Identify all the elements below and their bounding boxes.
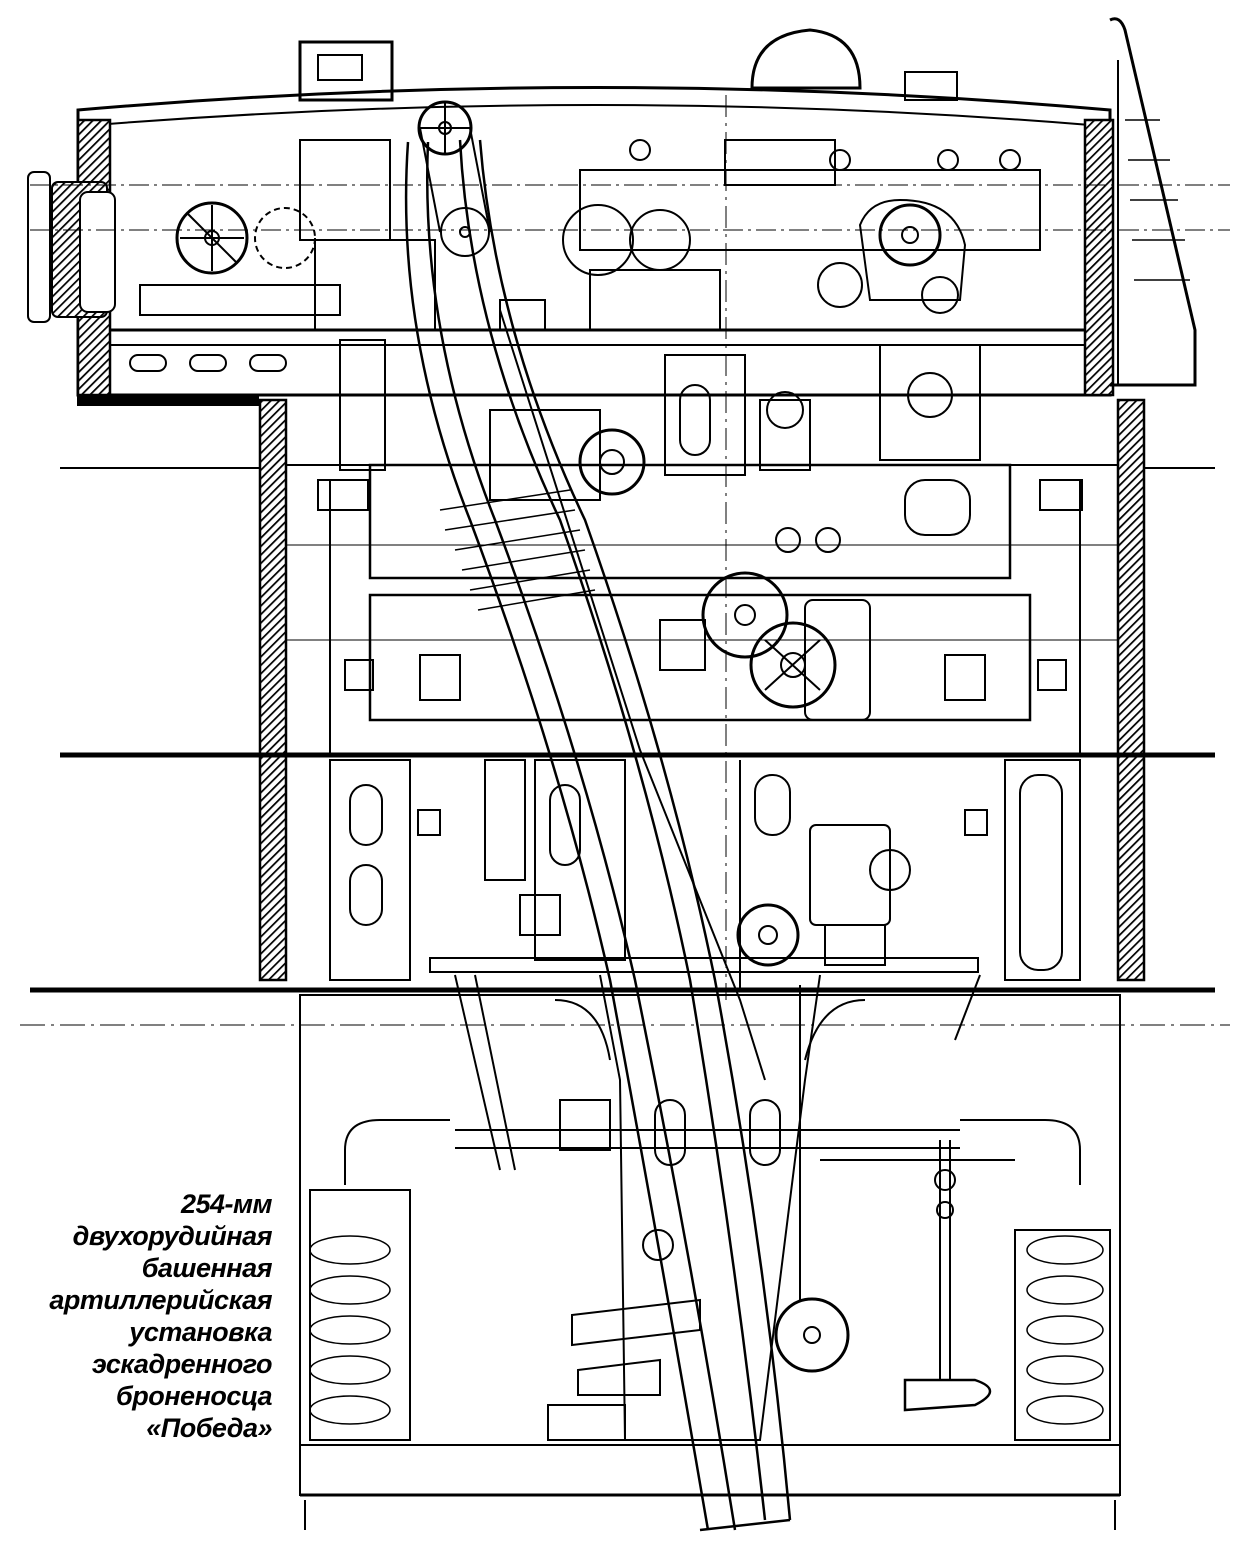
figure-caption: 254-мм двухорудийная башенная артиллерий…: [0, 1188, 273, 1444]
caption-line: броненосца: [0, 1380, 273, 1412]
barbette-armor: [20, 398, 1230, 1026]
caption-line: эскадренного: [0, 1348, 273, 1380]
caption-line: артиллерийская: [0, 1284, 273, 1316]
rotating-structure-upper: [317, 339, 1083, 755]
turret-house: [27, 17, 1230, 406]
caption-line: 254-мм: [0, 1188, 273, 1220]
shell-room: [299, 974, 1121, 1530]
rotating-structure-lower: [329, 759, 1081, 990]
caption-line: «Победа»: [0, 1412, 273, 1444]
caption-line: двухорудийная: [0, 1220, 273, 1252]
caption-line: установка: [0, 1316, 273, 1348]
caption-line: башенная: [0, 1252, 273, 1284]
ammunition-hoist: [404, 139, 792, 1532]
